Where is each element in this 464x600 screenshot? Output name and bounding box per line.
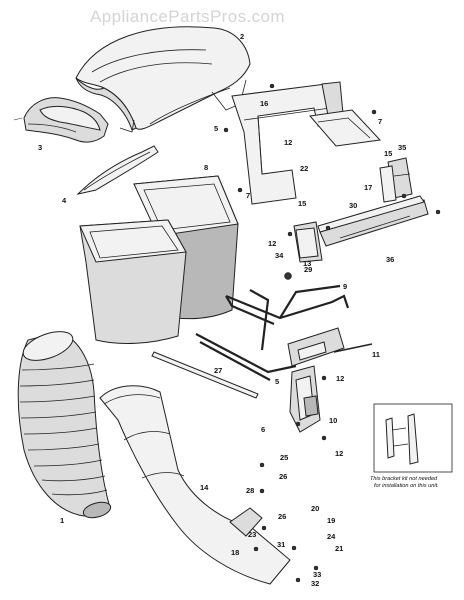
callout-c26b: 26 xyxy=(278,512,286,521)
callout-c28: 28 xyxy=(246,486,254,495)
callout-c8: 8 xyxy=(204,163,208,172)
part-top-cover xyxy=(75,26,251,133)
callout-c14: 14 xyxy=(200,483,209,492)
part-chute-hose xyxy=(17,331,112,519)
callout-c11: 11 xyxy=(372,350,380,359)
callout-c4: 4 xyxy=(62,196,67,205)
callout-c12c: 12 xyxy=(336,374,344,383)
callout-c30: 30 xyxy=(349,201,357,210)
callout-c16: 16 xyxy=(260,99,268,108)
part-latch-assembly xyxy=(287,327,345,433)
callout-c17: 17 xyxy=(364,183,372,192)
callout-c23: 23 xyxy=(248,530,256,539)
part-bag-frame xyxy=(195,284,350,381)
callout-c24: 24 xyxy=(327,532,336,541)
part-bags xyxy=(79,175,239,344)
callout-c15a: 15 xyxy=(384,149,392,158)
part-rods xyxy=(151,343,373,399)
callout-c2: 2 xyxy=(240,32,244,41)
callout-c35: 35 xyxy=(398,143,406,152)
callout-c12a: 12 xyxy=(284,138,292,147)
callout-c34: 34 xyxy=(275,251,284,260)
callout-c19: 19 xyxy=(327,516,335,525)
callout-labels: 1234556778910111212121213141515161718192… xyxy=(38,32,406,588)
part-mount-plate xyxy=(293,221,323,263)
callout-c3: 3 xyxy=(38,143,42,152)
callout-c6: 6 xyxy=(261,425,265,434)
callout-c33: 33 xyxy=(313,570,321,579)
callout-c12d: 12 xyxy=(335,449,343,458)
part-wear-strip xyxy=(76,145,159,195)
callout-c18: 18 xyxy=(231,548,239,557)
callout-c13: 13 xyxy=(303,259,311,268)
callout-c5b: 5 xyxy=(275,377,279,386)
part-mounting-bracket xyxy=(231,81,382,205)
callout-c25: 25 xyxy=(280,453,288,462)
part-hitch-bracket xyxy=(379,157,413,203)
callout-c22: 22 xyxy=(300,164,308,173)
callout-c29: 29 xyxy=(304,265,312,274)
callout-c27: 27 xyxy=(214,366,222,375)
callout-c31: 31 xyxy=(277,540,285,549)
callout-c32: 32 xyxy=(311,579,319,588)
callout-c1: 1 xyxy=(60,516,64,525)
watermark-text: AppliancePartsPros.com xyxy=(90,7,285,26)
callout-c7a: 7 xyxy=(246,191,250,200)
callout-c7b: 7 xyxy=(378,117,382,126)
callout-c12b: 12 xyxy=(268,239,276,248)
callout-c26a: 26 xyxy=(279,472,287,481)
callout-c21: 21 xyxy=(335,544,343,553)
hardware-fasteners xyxy=(223,83,441,583)
callout-c5a: 5 xyxy=(214,124,218,133)
callout-c36: 36 xyxy=(386,255,394,264)
inset-note-line1: This bracket kit not needed xyxy=(370,476,438,482)
callout-c15b: 15 xyxy=(298,199,306,208)
inset-note-line2: for installation on this unit. xyxy=(374,483,439,489)
callout-c10: 10 xyxy=(329,416,337,425)
part-crossbar xyxy=(317,195,429,247)
part-lower-chute xyxy=(99,385,291,585)
callout-c20: 20 xyxy=(311,504,319,513)
part-deflector xyxy=(13,97,109,143)
inset-bracket-kit: This bracket kit not needed for installa… xyxy=(370,403,453,489)
callout-c9: 9 xyxy=(343,282,347,291)
